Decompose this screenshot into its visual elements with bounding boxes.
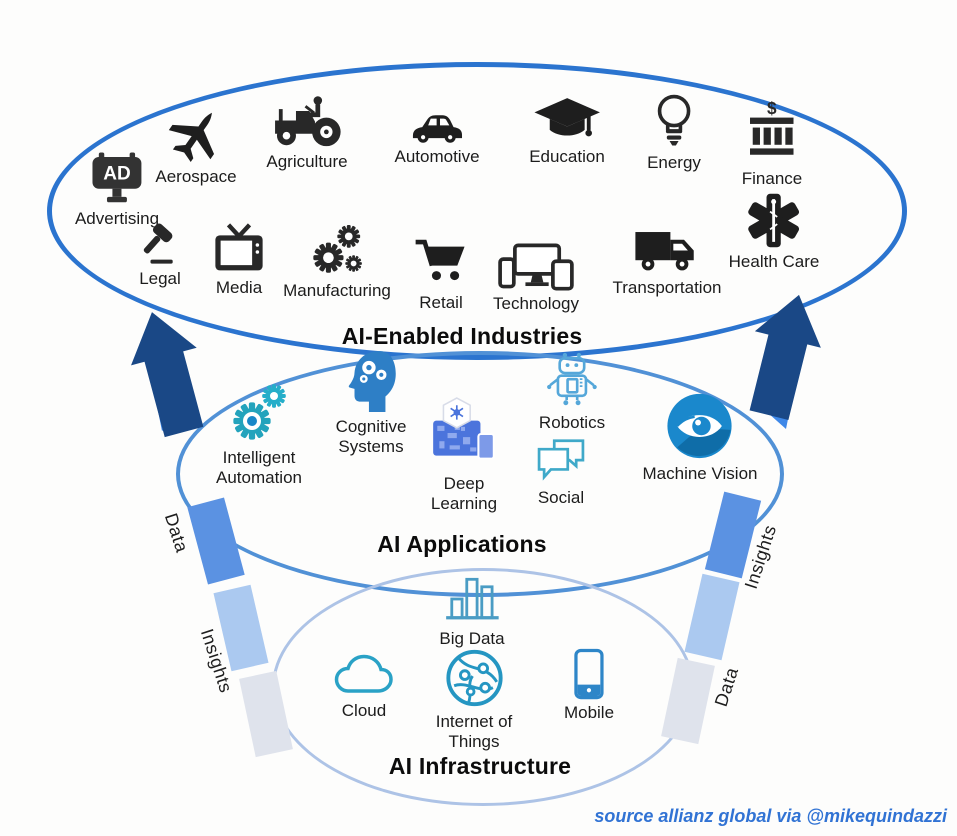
industry-education: Education bbox=[529, 96, 605, 167]
industry-label: Education bbox=[529, 147, 605, 166]
infrastructure-title: AI Infrastructure bbox=[388, 753, 572, 779]
chat-bubbles-icon bbox=[537, 439, 585, 481]
bar-chart-icon bbox=[445, 577, 499, 620]
industry-label: Agriculture bbox=[266, 152, 348, 171]
applications-title: AI Applications bbox=[377, 531, 547, 557]
graduation-cap-icon bbox=[534, 98, 600, 137]
application-label: Cognitive Systems bbox=[335, 417, 407, 457]
industry-transportation: Transportation bbox=[612, 226, 722, 298]
light-bulb-icon bbox=[657, 94, 691, 146]
industry-label: Manufacturing bbox=[283, 281, 391, 300]
industry-label: Finance bbox=[741, 169, 803, 188]
application-machine-vision: Machine Vision bbox=[642, 391, 758, 484]
infrastructure-label: Cloud bbox=[341, 701, 387, 720]
industry-label: Health Care bbox=[728, 252, 820, 271]
application-deep-learning: Deep Learning bbox=[419, 395, 509, 515]
industry-technology: Technology bbox=[493, 242, 579, 314]
airplane-icon bbox=[168, 112, 214, 163]
iot-globe-icon bbox=[445, 649, 503, 707]
robot-icon bbox=[547, 352, 597, 406]
industry-legal: Legal bbox=[134, 220, 186, 289]
left-flow-lower-label: Insights bbox=[196, 626, 237, 696]
dollar-text: $ bbox=[767, 100, 777, 118]
infrastructure-iot: Internet of Things bbox=[427, 647, 522, 753]
truck-icon bbox=[635, 232, 695, 271]
industry-media: Media bbox=[211, 222, 267, 298]
infrastructure-label: Big Data bbox=[439, 629, 505, 648]
infrastructure-cloud: Cloud bbox=[332, 650, 396, 721]
ad-billboard-icon: AD bbox=[92, 152, 142, 203]
teal-gears-icon bbox=[233, 384, 286, 440]
industry-finance: $ Finance bbox=[742, 100, 802, 189]
application-robotics: Robotics bbox=[539, 350, 605, 433]
industry-retail: Retail bbox=[412, 234, 470, 313]
infrastructure-big-data: Big Data bbox=[439, 572, 505, 649]
car-icon bbox=[412, 115, 462, 143]
ad-text: AD bbox=[103, 164, 130, 185]
infrastructure-label: Mobile bbox=[563, 703, 615, 722]
application-intelligent-automation: Intelligent Automation bbox=[204, 381, 314, 489]
gavel-icon bbox=[143, 223, 173, 264]
industry-label: Retail bbox=[419, 293, 463, 312]
infrastructure-label: Internet of Things bbox=[435, 712, 513, 752]
bank-icon: $ bbox=[750, 100, 794, 155]
application-label: Robotics bbox=[538, 413, 606, 432]
application-label: Intelligent Automation bbox=[216, 448, 302, 488]
industry-label: Technology bbox=[492, 294, 580, 313]
application-cognitive-systems: Cognitive Systems bbox=[321, 348, 421, 458]
industries-title: AI-Enabled Industries bbox=[341, 323, 583, 349]
industry-manufacturing: Manufacturing bbox=[283, 218, 391, 301]
industry-aerospace: Aerospace bbox=[155, 106, 237, 187]
industry-label: Media bbox=[215, 278, 263, 297]
tv-icon bbox=[215, 223, 263, 271]
eye-icon bbox=[667, 393, 733, 459]
shopping-cart-icon bbox=[415, 239, 465, 281]
industry-label: Transportation bbox=[612, 278, 722, 297]
industry-label: Energy bbox=[647, 153, 701, 172]
tractor-icon bbox=[274, 96, 341, 147]
head-gears-icon bbox=[348, 351, 396, 412]
industry-healthcare: Health Care bbox=[728, 192, 820, 272]
application-social: Social bbox=[534, 437, 588, 508]
devices-icon bbox=[498, 243, 574, 291]
industry-advertising: AD Advertising bbox=[75, 146, 159, 229]
source-credit: source allianz global via @mikequindazzi bbox=[594, 806, 947, 826]
industry-label: Legal bbox=[139, 269, 181, 288]
application-label: Machine Vision bbox=[642, 464, 758, 483]
right-flow-lower-label: Data bbox=[710, 664, 743, 709]
industry-energy: Energy bbox=[647, 92, 701, 173]
application-label: Social bbox=[537, 488, 585, 507]
application-label: Deep Learning bbox=[430, 474, 498, 514]
left-flow-upper-label: Data bbox=[160, 510, 193, 555]
industry-automotive: Automotive bbox=[394, 100, 480, 167]
smartphone-icon bbox=[574, 648, 604, 700]
industry-label: Automotive bbox=[394, 147, 480, 166]
circuit-board-icon bbox=[433, 397, 495, 460]
gears-icon bbox=[313, 224, 362, 273]
industry-label: Advertising bbox=[74, 209, 160, 228]
star-of-life-icon bbox=[748, 193, 800, 248]
infrastructure-mobile: Mobile bbox=[564, 648, 614, 723]
cloud-icon bbox=[334, 654, 393, 693]
industry-agriculture: Agriculture bbox=[266, 92, 348, 172]
industry-label: Aerospace bbox=[155, 167, 237, 186]
